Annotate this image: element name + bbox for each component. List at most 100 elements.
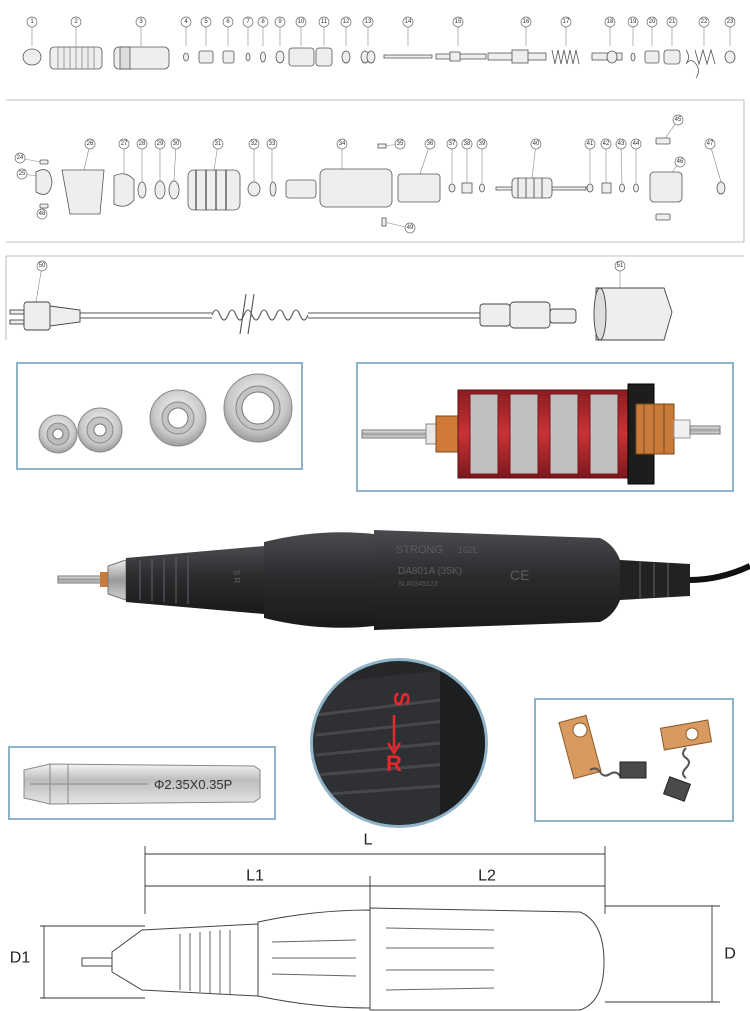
part-number-39: 39 bbox=[479, 141, 486, 147]
part-number-20: 20 bbox=[649, 19, 656, 25]
hp-serial: SL#0345123 bbox=[398, 581, 438, 588]
part-number-46: 46 bbox=[677, 159, 684, 165]
callout-circle bbox=[26, 16, 38, 28]
hp-brand: STRONG bbox=[396, 544, 443, 556]
callout-circle bbox=[274, 16, 286, 28]
part-number-32: 32 bbox=[251, 141, 258, 147]
callout-circle bbox=[222, 16, 234, 28]
part-number-31: 31 bbox=[215, 141, 222, 147]
callout-circle bbox=[180, 16, 192, 28]
rotor-image bbox=[361, 383, 721, 485]
bearing-2 bbox=[77, 407, 123, 453]
part-number-11: 11 bbox=[321, 19, 328, 25]
callout-leader bbox=[531, 143, 537, 179]
part-number-21: 21 bbox=[669, 19, 676, 25]
callout-circle bbox=[627, 16, 639, 28]
row1-parts-2 bbox=[591, 49, 736, 65]
callout-circle bbox=[136, 138, 148, 150]
bearing-3 bbox=[149, 389, 207, 447]
callout-circle bbox=[70, 16, 82, 28]
callout-circle bbox=[600, 138, 612, 150]
plug bbox=[9, 301, 81, 331]
part-number-17: 17 bbox=[563, 19, 570, 25]
callout-circle bbox=[36, 208, 48, 220]
callout-circle bbox=[248, 138, 260, 150]
callout-circle bbox=[424, 138, 436, 150]
part-number-48: 48 bbox=[39, 211, 46, 217]
callout-circle bbox=[135, 16, 147, 28]
callout-leader bbox=[35, 265, 43, 303]
direction-inset: S R bbox=[310, 658, 488, 828]
part-number-22: 22 bbox=[701, 19, 708, 25]
cord-plug-end bbox=[479, 287, 673, 341]
callout-circle bbox=[630, 138, 642, 150]
brush-1 bbox=[558, 714, 647, 780]
callout-circle bbox=[646, 16, 658, 28]
bearing-1 bbox=[38, 414, 78, 454]
dimension-drawing: L L1 L2 D1 D bbox=[10, 832, 736, 1011]
callout-circle bbox=[446, 138, 458, 150]
dim-total-length: L bbox=[364, 832, 373, 849]
part-number-28: 28 bbox=[139, 141, 146, 147]
part-number-6: 6 bbox=[226, 19, 230, 25]
part-number-35: 35 bbox=[397, 141, 404, 147]
part-number-37: 37 bbox=[449, 141, 456, 147]
part-number-43: 43 bbox=[618, 141, 625, 147]
callout-circle bbox=[118, 138, 130, 150]
callout-circle bbox=[242, 16, 254, 28]
collet-panel: Φ2.35X0.35P bbox=[8, 746, 276, 820]
callout-circle bbox=[84, 138, 96, 150]
part-number-24: 24 bbox=[17, 155, 24, 161]
part-number-4: 4 bbox=[184, 19, 188, 25]
cord-wire bbox=[80, 293, 480, 335]
callout-circle bbox=[154, 138, 166, 150]
handpiece-outline bbox=[81, 907, 605, 1011]
brushes-image bbox=[558, 714, 713, 802]
callout-circle bbox=[318, 16, 330, 28]
callout-leader bbox=[173, 143, 177, 182]
callout-circle bbox=[336, 138, 348, 150]
callout-circle bbox=[266, 138, 278, 150]
part-number-34: 34 bbox=[339, 141, 346, 147]
callout-circle bbox=[295, 16, 307, 28]
part-number-49: 49 bbox=[407, 225, 414, 231]
part-number-14: 14 bbox=[405, 19, 412, 25]
callout-circle bbox=[666, 16, 678, 28]
part-number-42: 42 bbox=[603, 141, 610, 147]
part-number-5: 5 bbox=[204, 19, 208, 25]
part-number-36: 36 bbox=[427, 141, 434, 147]
callout-leader bbox=[709, 143, 722, 183]
part-number-13: 13 bbox=[365, 19, 372, 25]
callout-circle bbox=[212, 138, 224, 150]
callout-circle bbox=[674, 156, 686, 168]
part-number-2: 2 bbox=[74, 19, 78, 25]
part-number-9: 9 bbox=[278, 19, 282, 25]
callout-circle bbox=[584, 138, 596, 150]
bearings-image bbox=[38, 373, 293, 454]
callout-circle bbox=[614, 260, 626, 272]
callout-circle bbox=[340, 16, 352, 28]
dim-length-1: L1 bbox=[246, 868, 264, 885]
part-number-41: 41 bbox=[587, 141, 594, 147]
collet-image: Φ2.35X0.35P bbox=[23, 763, 261, 805]
callout-circle bbox=[200, 16, 212, 28]
callout-circle bbox=[530, 138, 542, 150]
part-number-8: 8 bbox=[261, 19, 265, 25]
callout-circle bbox=[672, 114, 684, 126]
direction-reverse-label: R bbox=[386, 751, 402, 776]
part-number-47: 47 bbox=[707, 141, 714, 147]
callout-circle bbox=[170, 138, 182, 150]
brushes-panel bbox=[534, 698, 734, 822]
row1-spring bbox=[551, 48, 716, 79]
hp-side-marks: S R bbox=[232, 570, 241, 584]
dim-diameter-1: D1 bbox=[10, 950, 31, 967]
part-number-10: 10 bbox=[298, 19, 305, 25]
row1-parts bbox=[22, 46, 547, 70]
part-number-27: 27 bbox=[121, 141, 128, 147]
callout-circle bbox=[257, 16, 269, 28]
callout-circle bbox=[615, 138, 627, 150]
